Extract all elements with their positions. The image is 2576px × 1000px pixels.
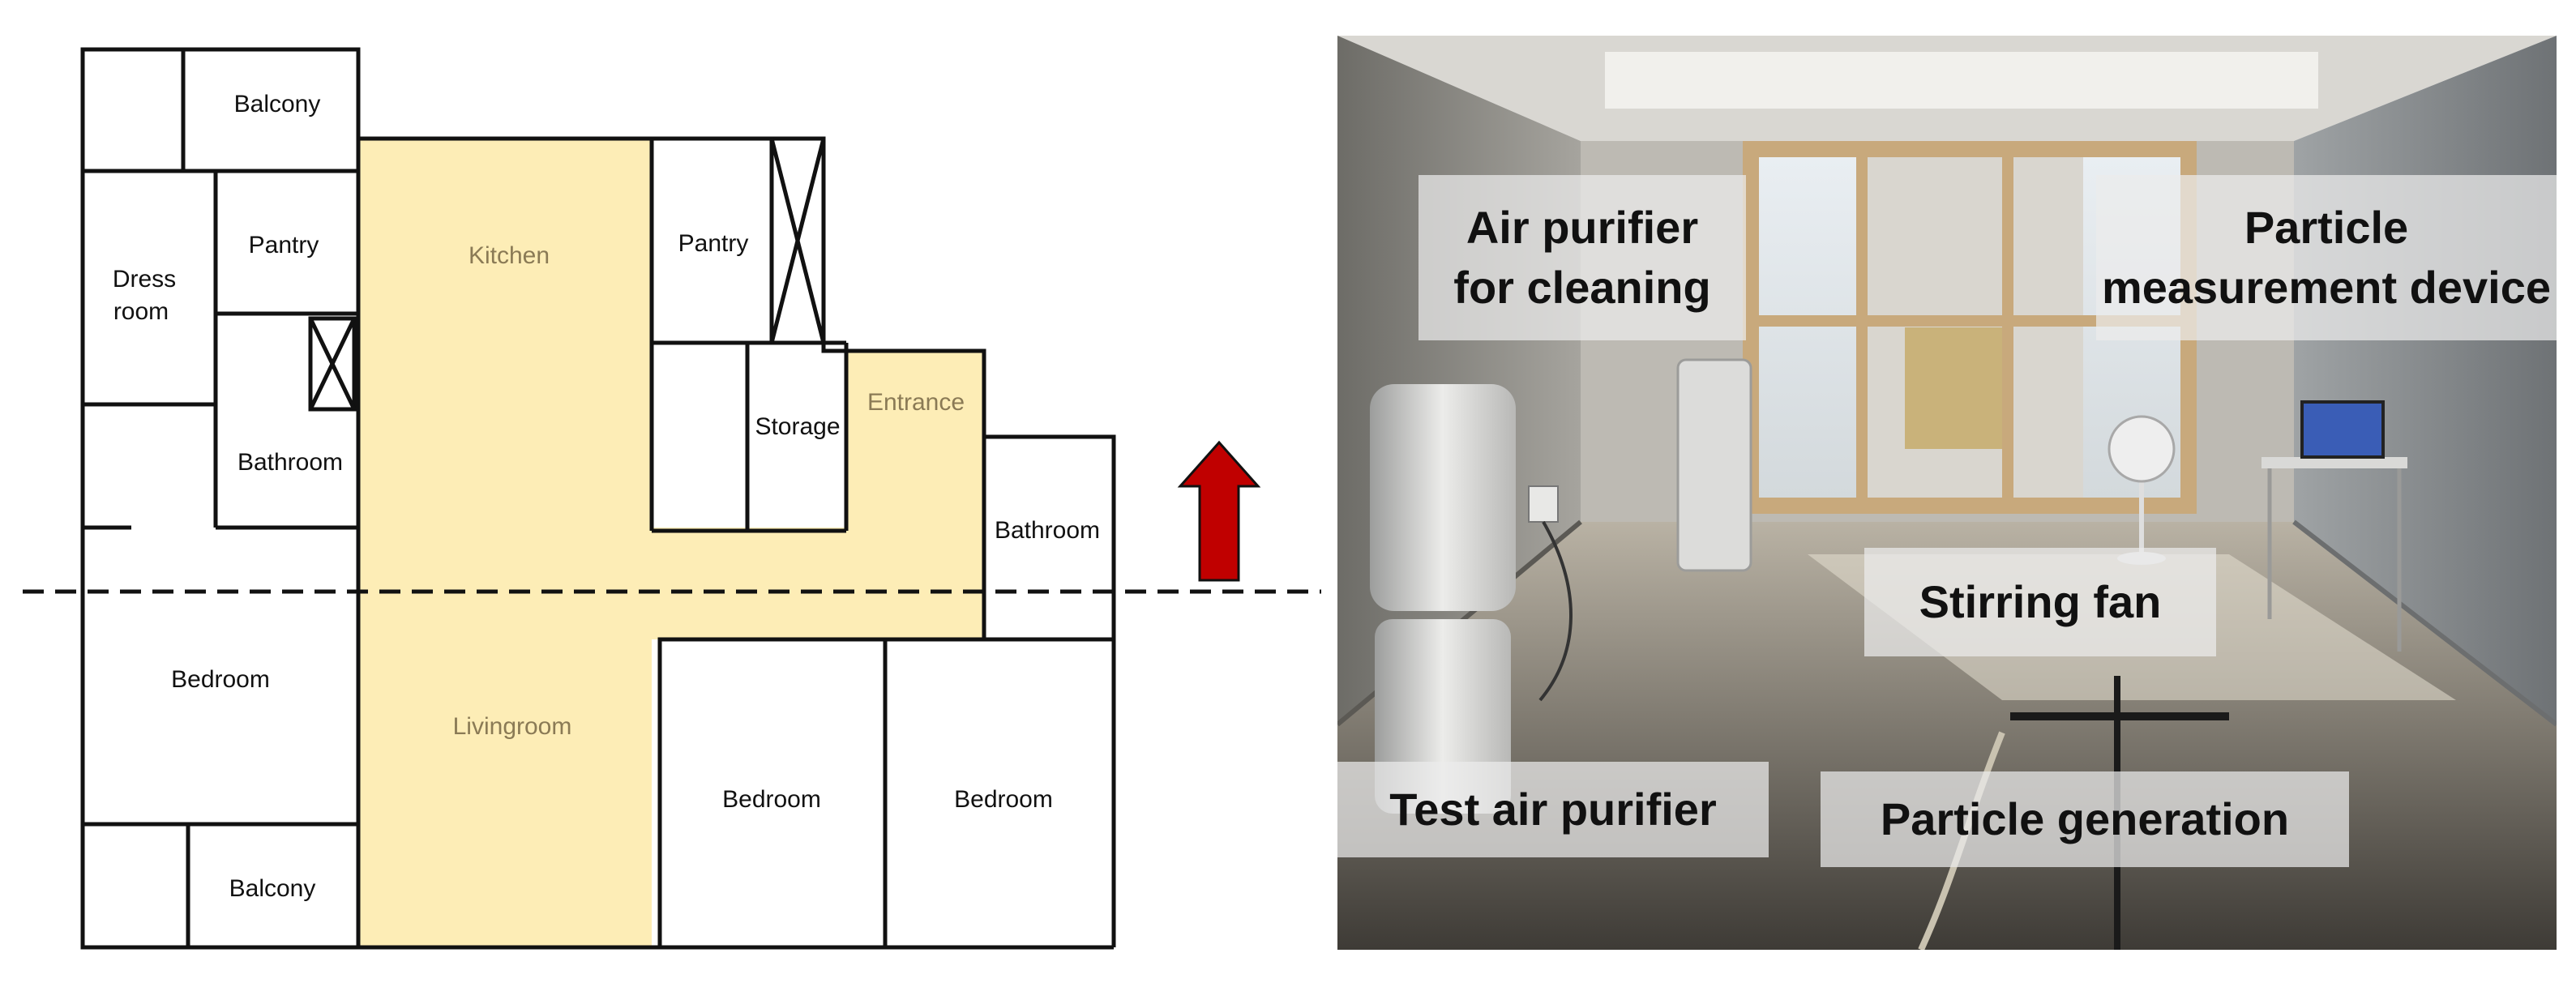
shaft-right-x2 [769,138,826,344]
window-mullion-2 [2002,157,2013,498]
room-label-bathroom-left: Bathroom [237,449,343,476]
outer-wall-left [80,47,361,950]
label-particle-measurement-device: Particle measurement device [2096,175,2557,340]
room-label-balcony-bottom: Balcony [229,875,316,902]
room-label-balcony-top: Balcony [234,91,321,118]
walls [80,47,1116,950]
room-label-dress-room-line1: Dress [113,266,176,293]
fan-head [2107,415,2176,483]
label-particle-generation-text: Particle generation [1880,793,2290,845]
test-purifier-top [1370,384,1516,611]
label-test-air-purifier: Test air purifier [1337,762,1769,857]
up-arrow-icon [1177,440,1261,582]
kitchen-area [358,139,652,947]
ceiling-recess [1605,52,2318,109]
label-air-purifier-line1: Air purifier [1466,202,1699,254]
shaft-right [769,136,826,345]
measurement-table-top [2261,457,2407,468]
room-label-entrance: Entrance [867,389,965,416]
room-label-storage: Storage [755,413,840,440]
laptop-screen [2300,400,2385,459]
room-label-bathroom-right: Bathroom [995,517,1100,544]
label-particle-generation: Particle generation [1821,771,2349,867]
building-outside-yellow [1905,327,2002,449]
room-label-livingroom: Livingroom [453,713,572,740]
room-photo: Air purifier for cleaning Particle measu… [1337,36,2557,950]
entrance-corridor-area [846,351,984,529]
label-air-purifier-for-cleaning: Air purifier for cleaning [1419,175,1746,340]
wall-entrance [846,348,986,639]
label-particle-device-line1: Particle [2244,202,2409,254]
shaft-left [308,316,357,412]
room-label-kitchen: Kitchen [469,242,550,269]
window-transom [1759,315,2180,327]
label-stirring-fan: Stirring fan [1864,548,2216,656]
wall-outlet [1528,485,1559,523]
label-air-purifier-line2: for cleaning [1453,262,1711,313]
entrance-area [652,528,984,639]
wall-bathroom-right [984,434,1116,947]
window-mullion-1 [1856,157,1868,498]
label-test-air-purifier-text: Test air purifier [1389,784,1717,835]
room-label-pantry-left: Pantry [249,232,319,259]
floor-plan: Balcony Dress room Pantry Kitchen Pantry… [23,47,1321,950]
room-label-dress-room-line2: room [113,298,169,325]
skirting-right [2292,519,2557,727]
power-cable [1538,521,1573,702]
room-label-pantry-right: Pantry [678,230,749,257]
room-label-bedroom-right: Bedroom [954,786,1053,813]
wall-bedrooms-top [657,637,1114,947]
room-label-bedroom-middle: Bedroom [722,786,821,813]
highlight-area [358,139,984,947]
shaft-left-x2 [308,317,357,411]
cleaning-purifier [1676,358,1752,572]
room-label-bedroom-left: Bedroom [171,666,270,693]
label-particle-device-line2: measurement device [2101,262,2552,313]
label-stirring-fan-text: Stirring fan [1919,576,2162,628]
